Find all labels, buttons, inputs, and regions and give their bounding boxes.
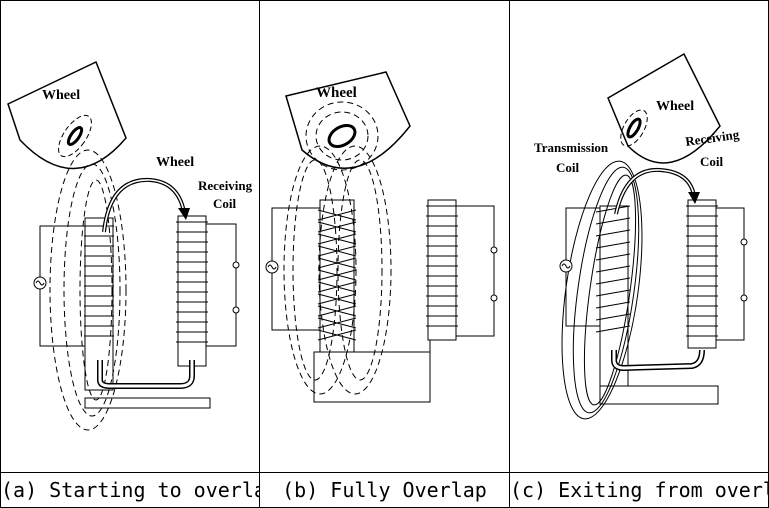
- transmission-circuit: [559, 207, 600, 327]
- wheel-coil: [626, 117, 642, 139]
- transmission-label-2: Coil: [556, 160, 580, 175]
- caption-c: (c) Exiting from overlap: [510, 478, 768, 502]
- transmission-coil: [317, 209, 357, 341]
- receiving-label-1: Receiving: [198, 178, 253, 193]
- wheel-shape: [607, 52, 721, 164]
- wheel-shape: [285, 71, 411, 169]
- receiving-coil: [426, 205, 498, 337]
- wheel-label: Wheel: [42, 88, 80, 103]
- receiving-label-2: Coil: [700, 154, 724, 169]
- wheel-label: Wheel: [656, 99, 694, 114]
- panel-a-diagram: Wheel: [7, 60, 253, 431]
- receiving-coil: [686, 205, 748, 341]
- transmission-circuit: [33, 225, 85, 347]
- panel-b-diagram: Wheel: [265, 71, 498, 403]
- transmission-coil: [84, 225, 114, 337]
- wheel-coil: [327, 124, 357, 148]
- caption-a: (a) Starting to overlap: [1, 478, 259, 502]
- receiving-core: [177, 215, 207, 367]
- transmission-label-1: Transmission: [534, 140, 609, 155]
- magnetic-field-lines: [561, 160, 643, 420]
- wheel-label: Wheel: [316, 85, 357, 101]
- wheel-coil: [66, 125, 84, 147]
- receiving-core: [427, 199, 457, 341]
- caption-b: (b) Fully Overlap: [282, 478, 487, 502]
- wheel-arrow-label: Wheel: [156, 155, 194, 170]
- receiving-coil: [176, 221, 240, 347]
- magnetic-field-lines: [49, 149, 127, 431]
- receiving-core: [687, 199, 717, 349]
- transmission-coil: [595, 205, 631, 333]
- wheel-shape: [7, 60, 127, 170]
- panel-c-diagram: Wheel Transmission Coil Re: [534, 52, 748, 420]
- receiving-label-2: Coil: [213, 196, 237, 211]
- transmission-circuit: [265, 207, 431, 353]
